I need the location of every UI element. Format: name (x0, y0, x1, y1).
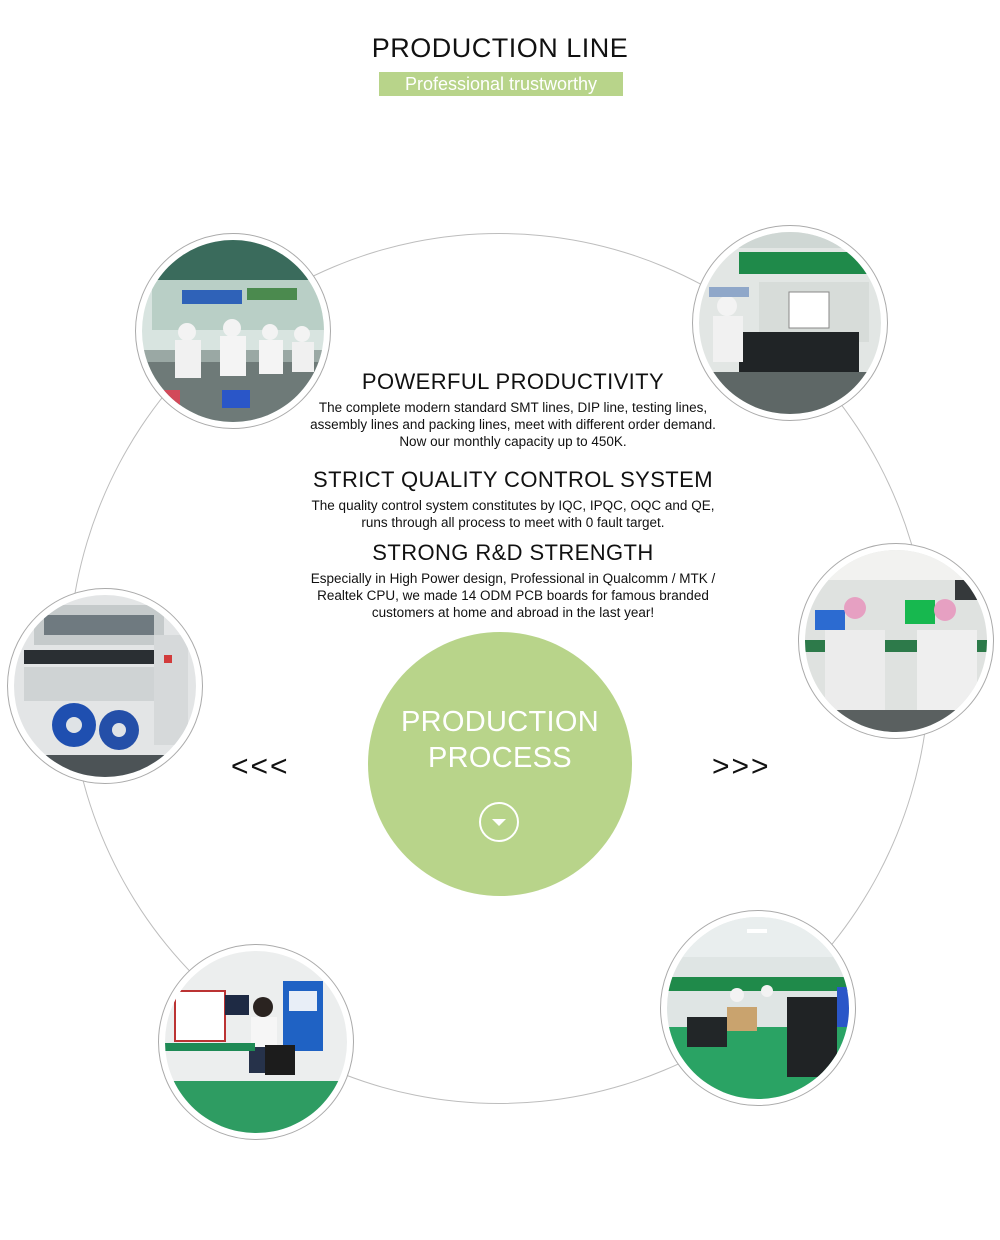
page-title: PRODUCTION LINE (371, 33, 629, 63)
photo-smt-machine (7, 588, 203, 784)
production-process-hub[interactable]: PRODUCTION PROCESS (368, 632, 632, 896)
section-heading: POWERFUL PRODUCTIVITY (361, 369, 665, 394)
photo-test-workers (798, 543, 994, 739)
section-rd-strength: STRONG R&D STRENGTH Especially in High P… (250, 540, 776, 621)
text-line: The complete modern standard SMT lines, … (318, 400, 708, 415)
previous-arrow[interactable]: <<< (231, 750, 290, 783)
section-heading: STRICT QUALITY CONTROL SYSTEM (313, 467, 713, 492)
text-line: assembly lines and packing lines, meet w… (310, 417, 716, 432)
factory-photo (165, 951, 347, 1133)
text-line: Realtek CPU, we made 14 ODM PCB boards f… (317, 588, 709, 603)
section-text: Especially in High Power design, Profess… (250, 570, 776, 621)
factory-photo (14, 595, 196, 777)
photo-lab-technician (158, 944, 354, 1140)
page-subtitle: Professional trustworthy (379, 72, 623, 96)
section-quality-control: STRICT QUALITY CONTROL SYSTEM The qualit… (250, 467, 776, 531)
text-line: The quality control system constitutes b… (311, 498, 715, 513)
next-arrow[interactable]: >>> (712, 750, 771, 783)
expand-button[interactable] (479, 802, 519, 842)
hub-label: PRODUCTION PROCESS (368, 704, 632, 776)
text-line: runs through all process to meet with 0 … (361, 515, 665, 530)
text-line: Now our monthly capacity up to 450K. (399, 434, 627, 449)
chevron-down-icon (492, 819, 506, 826)
section-text: The complete modern standard SMT lines, … (250, 399, 776, 450)
hub-label-line: PROCESS (428, 742, 572, 774)
section-text: The quality control system constitutes b… (250, 497, 776, 531)
section-heading: STRONG R&D STRENGTH (372, 540, 654, 565)
photo-assembly-line (135, 233, 331, 429)
hub-label-line: PRODUCTION (401, 706, 599, 738)
section-productivity: POWERFUL PRODUCTIVITY The complete moder… (250, 369, 776, 450)
factory-photo (699, 232, 881, 414)
factory-photo (142, 240, 324, 422)
text-line: customers at home and abroad in the last… (371, 605, 655, 620)
factory-photo (667, 917, 849, 1099)
factory-photo (805, 550, 987, 732)
photo-testing-station (692, 225, 888, 421)
photo-packing-hall (660, 910, 856, 1106)
text-line: Especially in High Power design, Profess… (310, 571, 716, 586)
